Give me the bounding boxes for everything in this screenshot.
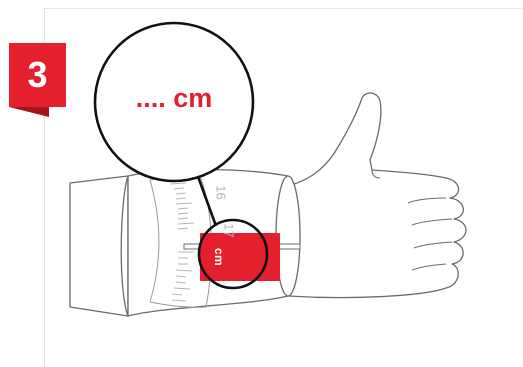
magnifier-reading: .... cm: [135, 83, 213, 113]
forearm-outline: [69, 175, 129, 317]
step-badge-face: [9, 43, 66, 107]
thumbs-up-hand-icon: [287, 92, 467, 299]
tape-strip: [183, 233, 301, 281]
card-frame: [44, 8, 523, 367]
tape-unit-label: cm: [212, 247, 227, 267]
step-number: 3: [27, 54, 48, 95]
step-badge-icon: [9, 43, 66, 117]
step-badge: 3: [9, 43, 66, 117]
tape-tick-label-16: 16: [213, 185, 229, 200]
magnifier-detail-circle: [197, 218, 269, 290]
tape-unit-tab: cm: [207, 233, 232, 281]
tape-red-tab: [200, 233, 280, 281]
tape-ruler-ticks: [169, 182, 195, 302]
step-badge-fold: [9, 107, 49, 117]
magnifier-icon: [93, 21, 255, 183]
